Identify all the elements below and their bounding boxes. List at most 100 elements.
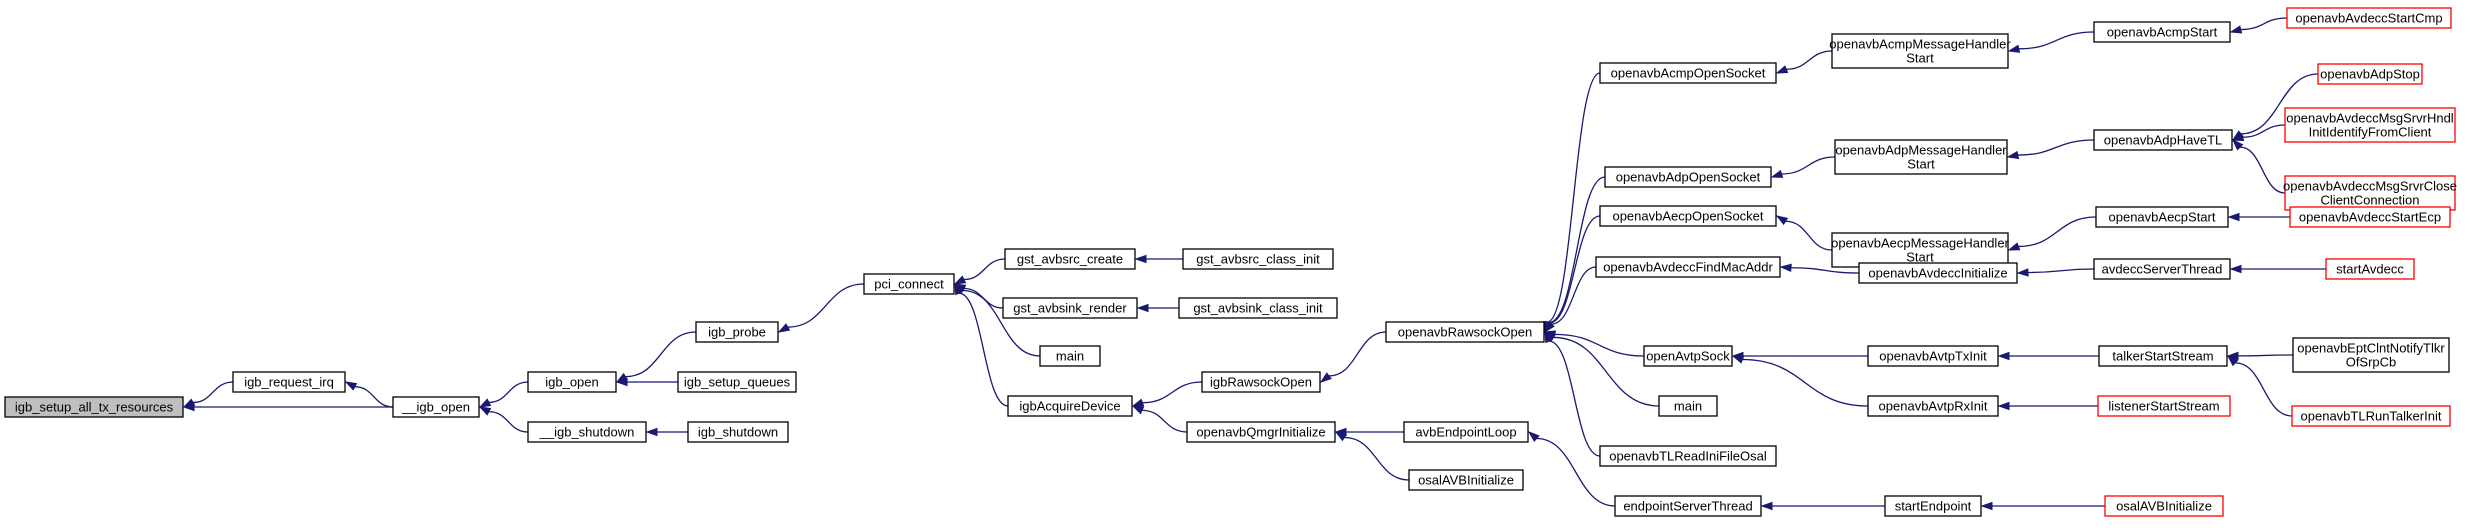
node-openavb-aecp-open-socket[interactable]: openavbAecpOpenSocket <box>1599 205 1777 227</box>
node-openavb-qmgr-initialize[interactable]: openavbQmgrInitialize <box>1186 421 1336 443</box>
node-openavb-avdecc-initialize[interactable]: openavbAvdeccInitialize <box>1858 262 2018 284</box>
node-igb-shutdown[interactable]: igb_shutdown <box>687 421 789 443</box>
edge-openavb-avtp-rx-init-to-open-avtp-sock <box>1731 355 1869 407</box>
node-box <box>677 371 797 393</box>
node-box <box>2095 206 2229 228</box>
node-openavb-avdecc-msg-srvr-close[interactable]: openavbAvdeccMsgSrvrCloseClientConnectio… <box>2283 175 2457 211</box>
node-root[interactable]: igb_setup_all_tx_resources <box>4 396 184 418</box>
node-pci-connect[interactable]: pci_connect <box>863 273 955 295</box>
node-igb-probe[interactable]: igb_probe <box>695 321 779 343</box>
node-openavb-aecp-start[interactable]: openavbAecpStart <box>2095 206 2229 228</box>
node-gst-avbsink-class-init[interactable]: gst_avbsink_class_init <box>1178 297 1338 319</box>
edge-openavb-acmp-message-handler-start-to-openavb-acmp-open-socket <box>1775 50 1833 74</box>
edge-start-endpoint-to-endpoint-server-thread <box>1760 501 1885 511</box>
node-openavb-adp-stop[interactable]: openavbAdpStop <box>2317 63 2423 85</box>
node-gst-avbsink-render[interactable]: gst_avbsink_render <box>1002 297 1138 319</box>
node-label: openavbAdpMessageHandler <box>1835 143 2007 158</box>
node-main2[interactable]: main <box>1658 395 1718 417</box>
edge-main2-to-openavb-rawsock-open <box>1543 331 1660 407</box>
edge-listener-start-stream-to-openavb-avtp-rx-init <box>1997 401 2098 411</box>
node-igb-open[interactable]: igb_open <box>527 371 617 393</box>
node-box <box>1201 371 1321 393</box>
node-openavb-avdecc-msg-srvr-hndl-init[interactable]: openavbAvdeccMsgSrvrHndlInitIdentifyFrom… <box>2284 107 2456 143</box>
node-openavb-avtp-rx-init[interactable]: openavbAvtpRxInit <box>1867 395 1999 417</box>
node-igb-setup-queues[interactable]: igb_setup_queues <box>677 371 797 393</box>
node-box <box>2098 345 2228 367</box>
node-openavb-avdecc-start-cmp[interactable]: openavbAvdeccStartCmp <box>2286 7 2452 29</box>
node-openavb-adp-have-tl[interactable]: openavbAdpHaveTL <box>2093 129 2233 151</box>
node-openavb-tlrun-talker-init[interactable]: openavbTLRunTalkerInit <box>2291 405 2451 427</box>
node-label: openavbAecpMessageHandler <box>1831 236 2009 251</box>
node-open-avtp-sock[interactable]: openAvtpSock <box>1643 345 1733 367</box>
node-openavb-acmp-open-socket[interactable]: openavbAcmpOpenSocket <box>1599 62 1777 84</box>
node-box <box>687 421 789 443</box>
node-label: startAvdecc <box>2336 262 2404 277</box>
edge-openavb-tlread-ini-file-osal-to-openavb-rawsock-open <box>1544 330 1601 457</box>
node-box <box>1658 395 1718 417</box>
node-label: startEndpoint <box>1895 499 1972 514</box>
node-igb-shutdown-dunder[interactable]: __igb_shutdown <box>527 421 647 443</box>
edge-openavb-aecp-message-handler-start-to-openavb-aecp-open-socket <box>1775 215 1833 251</box>
node-openavb-acmp-start[interactable]: openavbAcmpStart <box>2093 21 2231 43</box>
node-avb-endpoint-loop[interactable]: avbEndpointLoop <box>1403 421 1529 443</box>
edge-gst-avbsrc-create-to-pci-connect <box>953 258 1006 285</box>
edge-openavb-avdecc-find-mac-addr-to-openavb-rawsock-open <box>1544 266 1597 334</box>
edge-openavb-rawsock-open-to-igb-rawsock-open <box>1319 331 1387 383</box>
node-openavb-rawsock-open[interactable]: openavbRawsockOpen <box>1385 321 1545 343</box>
node-box <box>1039 345 1101 367</box>
node-box <box>2292 337 2450 373</box>
node-talker-start-stream[interactable]: talkerStartStream <box>2098 345 2228 367</box>
node-start-endpoint[interactable]: startEndpoint <box>1884 495 1982 517</box>
node-label: openavbAdpStop <box>2320 67 2420 82</box>
node-gst-avbsrc-create[interactable]: gst_avbsrc_create <box>1004 248 1136 270</box>
node-label: openavbAcmpMessageHandler <box>1829 37 2011 52</box>
node-label: igbAcquireDevice <box>1019 399 1120 414</box>
edge-openavb-acmp-open-socket-to-openavb-rawsock-open <box>1543 72 1601 334</box>
node-openavb-avdecc-find-mac-addr[interactable]: openavbAvdeccFindMacAddr <box>1595 256 1781 278</box>
node-openavb-avtp-tx-init[interactable]: openavbAvtpTxInit <box>1867 345 1999 367</box>
node-label: avdeccServerThread <box>2102 262 2223 277</box>
node-label: openavbAecpOpenSocket <box>1612 209 1763 224</box>
node-osal-avbinitialize2[interactable]: osalAVBInitialize <box>2104 495 2224 517</box>
edge-openavb-adp-have-tl-to-openavb-adp-message-handler-start <box>2006 139 2095 160</box>
node-igb-acquire-device[interactable]: igbAcquireDevice <box>1007 395 1133 417</box>
node-box <box>1831 232 2009 268</box>
edge-avdecc-server-thread-to-openavb-avdecc-initialize <box>2016 268 2095 277</box>
edge-igb-open-to-igb-open-dunder <box>478 381 529 408</box>
node-openavb-avdecc-start-ecp[interactable]: openavbAvdeccStartEcp <box>2289 206 2451 228</box>
nodes-layer: igb_setup_all_tx_resources igb_request_ir… <box>4 7 2457 517</box>
edge-openavb-avtp-tx-init-to-open-avtp-sock <box>1731 351 1868 361</box>
node-avdecc-server-thread[interactable]: avdeccServerThread <box>2093 258 2231 280</box>
node-igb-rawsock-open[interactable]: igbRawsockOpen <box>1201 371 1321 393</box>
node-box <box>1599 205 1777 227</box>
edge-open-avtp-sock-to-openavb-rawsock-open <box>1543 330 1645 357</box>
node-main1[interactable]: main <box>1039 345 1101 367</box>
edge-main1-to-pci-connect <box>953 283 1041 357</box>
node-openavb-tlread-ini-file-osal[interactable]: openavbTLReadIniFileOsal <box>1599 445 1777 467</box>
edge-openavb-avdecc-initialize-to-openavb-avdecc-find-mac-addr <box>1779 263 1860 274</box>
node-endpoint-server-thread[interactable]: endpointServerThread <box>1614 495 1762 517</box>
node-label: igb_probe <box>708 325 766 340</box>
node-box <box>1408 469 1524 491</box>
node-igb-request-irq[interactable]: igb_request_irq <box>232 371 346 393</box>
node-label: gst_avbsink_render <box>1013 301 1127 316</box>
node-label: openavbAvdeccInitialize <box>1868 266 2007 281</box>
node-label: gst_avbsrc_create <box>1017 252 1123 267</box>
node-box <box>2104 495 2224 517</box>
node-igb-open-dunder[interactable]: __igb_open <box>392 396 480 418</box>
node-osal-avbinitialize1[interactable]: osalAVBInitialize <box>1408 469 1524 491</box>
node-box <box>1002 297 1138 319</box>
node-start-avdecc[interactable]: startAvdecc <box>2325 258 2415 280</box>
edge-igb-open-dunder-to-igb-request-irq <box>344 381 394 408</box>
node-openavb-adp-open-socket[interactable]: openavbAdpOpenSocket <box>1604 166 1772 188</box>
node-listener-start-stream[interactable]: listenerStartStream <box>2097 395 2231 417</box>
node-gst-avbsrc-class-init[interactable]: gst_avbsrc_class_init <box>1182 248 1334 270</box>
node-box <box>2093 129 2233 151</box>
node-label: openAvtpSock <box>1646 349 1730 364</box>
node-label: openavbAdpOpenSocket <box>1616 170 1761 185</box>
